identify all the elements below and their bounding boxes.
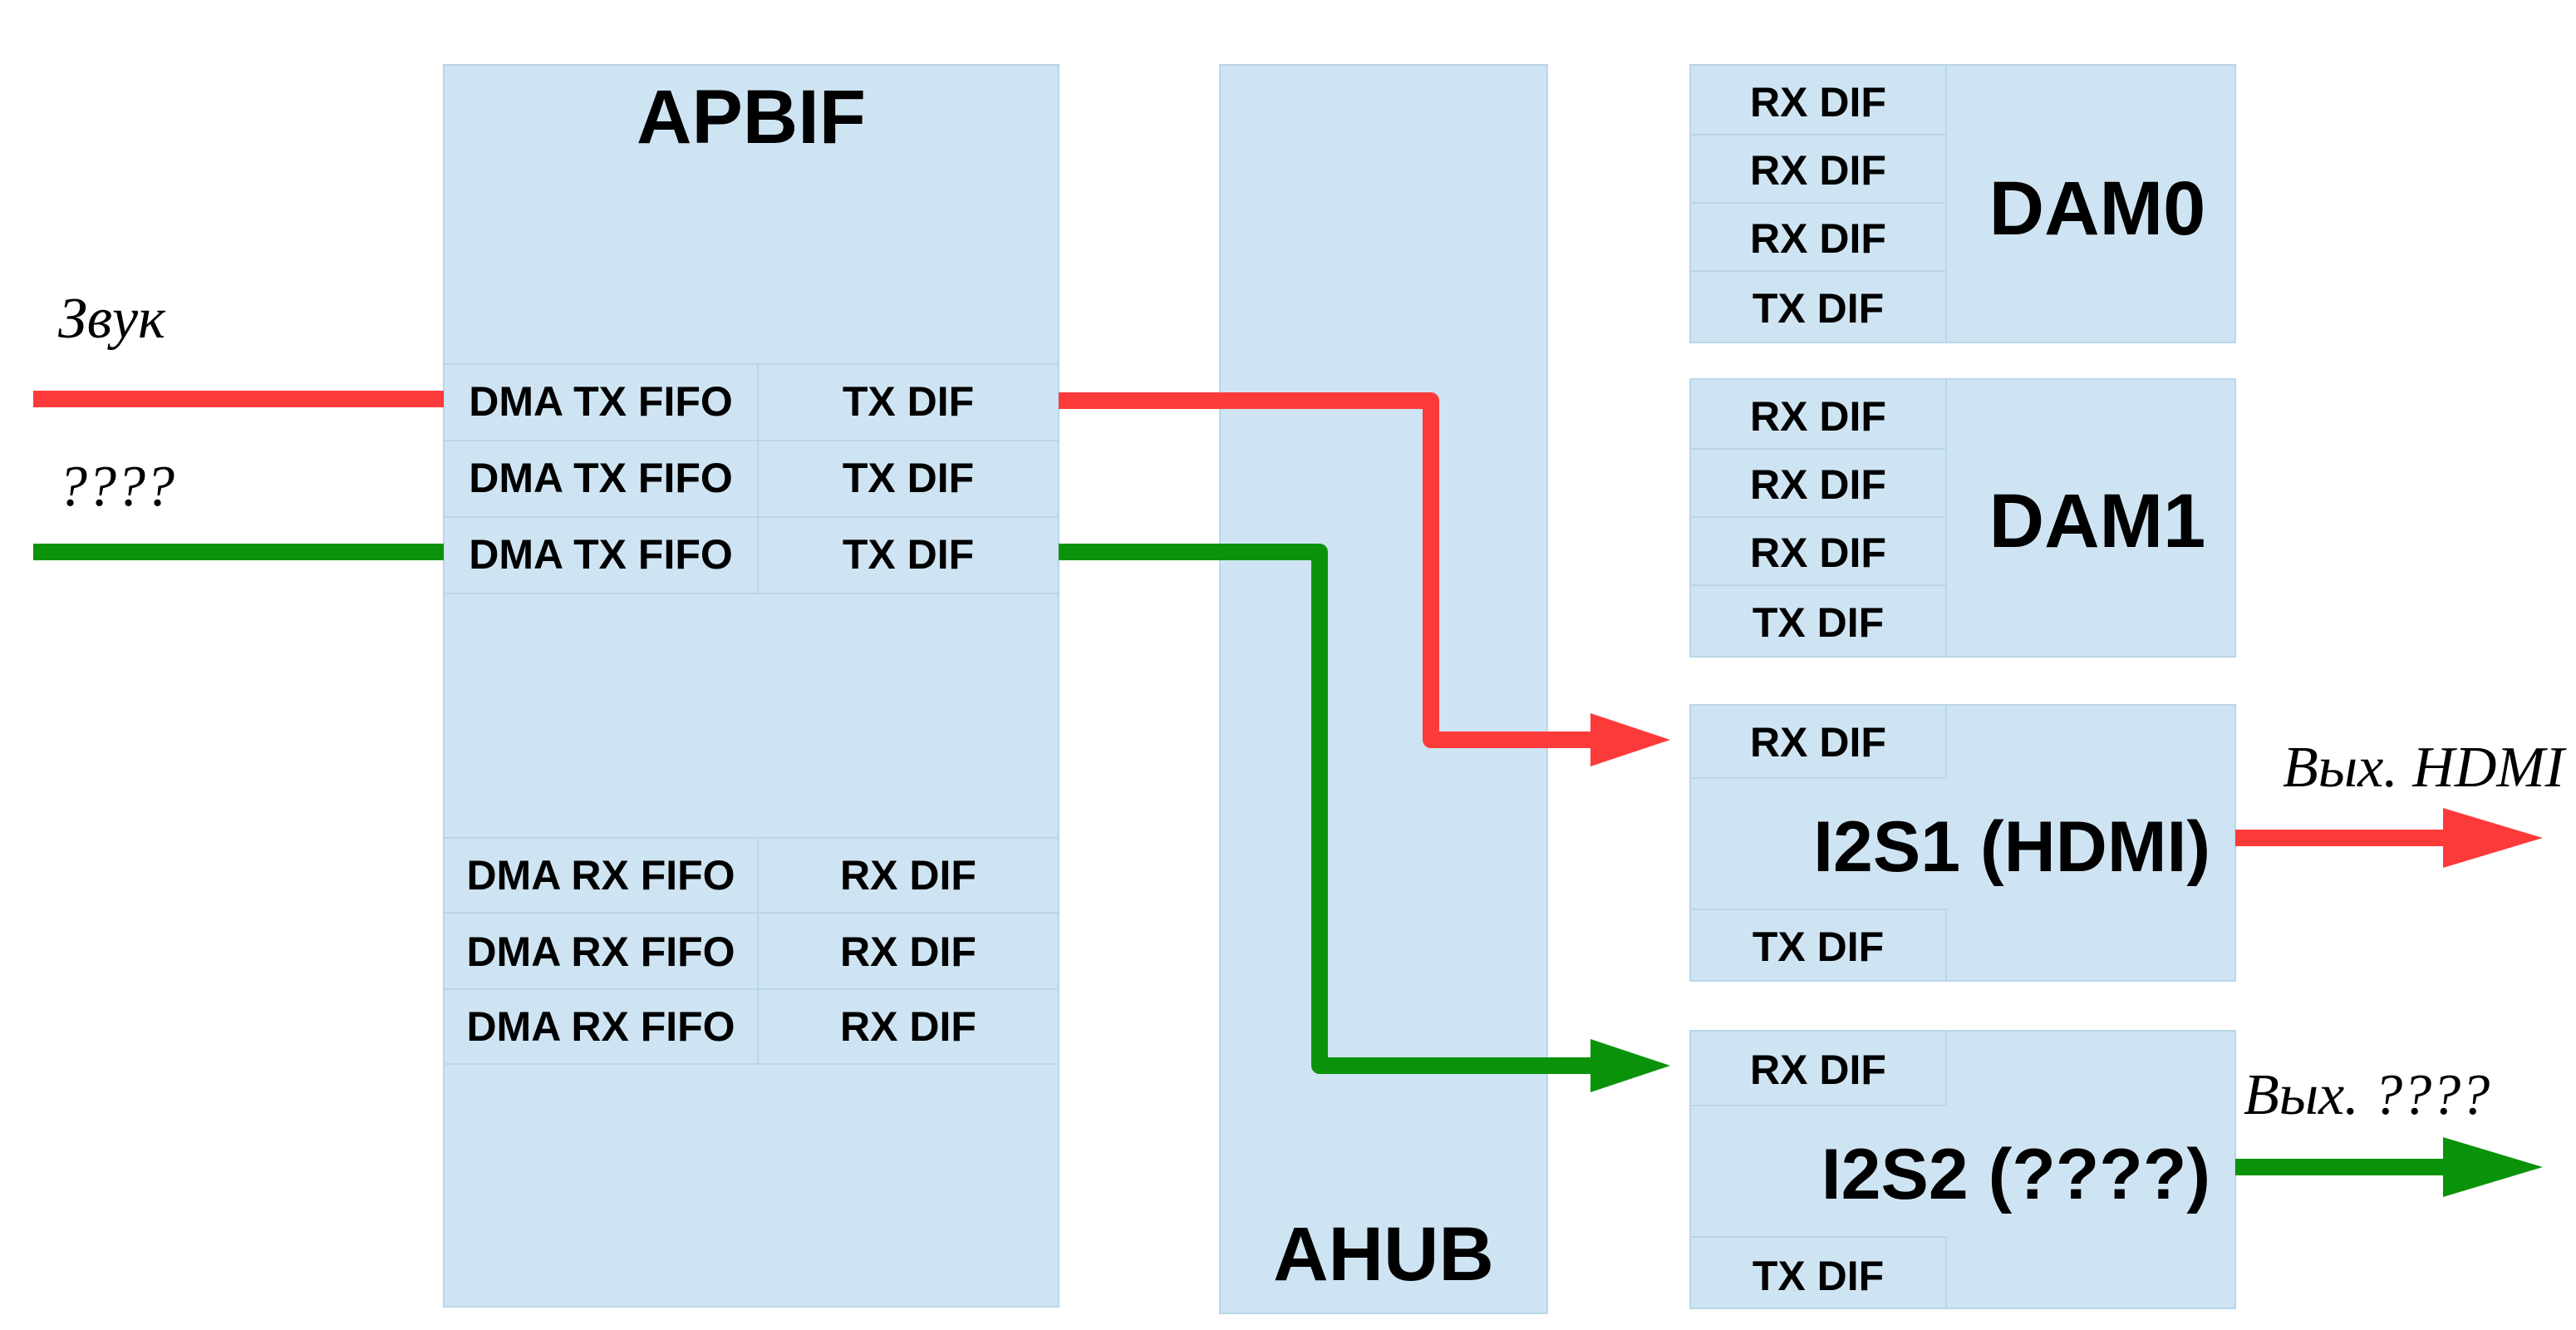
apbif-dma-rx-fifo-2: DMA RX FIFO: [466, 929, 735, 975]
apbif-dma-tx-fifo-2: DMA TX FIFO: [469, 455, 733, 501]
red-route-to-i2s1: [1059, 392, 1604, 748]
ahub-title: AHUB: [1273, 1212, 1494, 1297]
apbif-rx-dif-3: RX DIF: [840, 1003, 976, 1050]
i2s2-rx-dif: RX DIF: [1750, 1047, 1886, 1093]
apbif-block: APBIF DMA TX FIFO TX DIF DMA TX FIFO TX …: [443, 64, 1059, 1308]
apbif-rx-cells: DMA RX FIFO RX DIF DMA RX FIFO RX DIF DM…: [444, 837, 1059, 1065]
dam0-rx-dif-3: RX DIF: [1750, 215, 1886, 262]
apbif-rx-dif-2: RX DIF: [840, 929, 976, 975]
dam1-block: RX DIF RX DIF RX DIF TX DIF DAM1: [1689, 378, 2236, 658]
dam0-rx-dif-1: RX DIF: [1750, 79, 1886, 126]
i2s1-box: [1689, 704, 2236, 982]
apbif-title: APBIF: [637, 75, 866, 160]
apbif-tx-dif-2: TX DIF: [843, 455, 974, 501]
i2s1-title: I2S1 (HDMI): [1813, 807, 2210, 887]
i2s1-tx-dif: TX DIF: [1753, 924, 1884, 970]
ahub-box: [1219, 64, 1548, 1314]
green-output-arrowhead: [2443, 1137, 2543, 1197]
ahub-block: AHUB: [1219, 64, 1548, 1314]
input-label-sound: Звук: [58, 287, 166, 351]
i2s2-title: I2S2 (????): [1821, 1135, 2210, 1214]
apbif-tx-dif-3: TX DIF: [843, 531, 974, 578]
dam1-rx-dif-3: RX DIF: [1750, 530, 1886, 576]
apbif-tx-dif-1: TX DIF: [843, 378, 974, 425]
dam0-tx-dif: TX DIF: [1753, 285, 1884, 332]
red-output-arrowhead: [2443, 808, 2543, 868]
i2s2-tx-dif: TX DIF: [1753, 1253, 1884, 1299]
apbif-tx-cells: DMA TX FIFO TX DIF DMA TX FIFO TX DIF DM…: [444, 363, 1059, 594]
output-label-unknown: Вых. ????: [2244, 1063, 2490, 1127]
apbif-rx-dif-1: RX DIF: [840, 852, 976, 899]
dam0-rx-dif-2: RX DIF: [1750, 147, 1886, 194]
i2s1-block: RX DIF TX DIF I2S1 (HDMI): [1689, 704, 2236, 982]
dam1-tx-dif: TX DIF: [1753, 599, 1884, 646]
red-arrowhead-i2s1: [1590, 713, 1670, 766]
dam1-title: DAM1: [1989, 479, 2206, 564]
apbif-box: [443, 64, 1059, 1308]
dam1-rx-dif-2: RX DIF: [1750, 461, 1886, 508]
i2s2-box: [1689, 1030, 2236, 1309]
i2s1-rx-dif: RX DIF: [1750, 719, 1886, 766]
green-arrowhead-i2s2: [1590, 1039, 1670, 1092]
apbif-dma-tx-fifo-3: DMA TX FIFO: [469, 531, 733, 578]
apbif-dma-rx-fifo-3: DMA RX FIFO: [466, 1003, 735, 1050]
dam0-block: RX DIF RX DIF RX DIF TX DIF DAM0: [1689, 64, 2236, 343]
i2s2-block: RX DIF TX DIF I2S2 (????): [1689, 1030, 2236, 1309]
apbif-dma-tx-fifo-1: DMA TX FIFO: [469, 378, 733, 425]
dam1-rx-dif-1: RX DIF: [1750, 393, 1886, 440]
input-label-unknown: ????: [58, 455, 175, 519]
output-label-hdmi: Вых. HDMI: [2283, 736, 2568, 800]
dam0-title: DAM0: [1989, 166, 2206, 251]
apbif-dma-rx-fifo-1: DMA RX FIFO: [466, 852, 735, 899]
green-route-to-i2s2: [1059, 544, 1604, 1074]
